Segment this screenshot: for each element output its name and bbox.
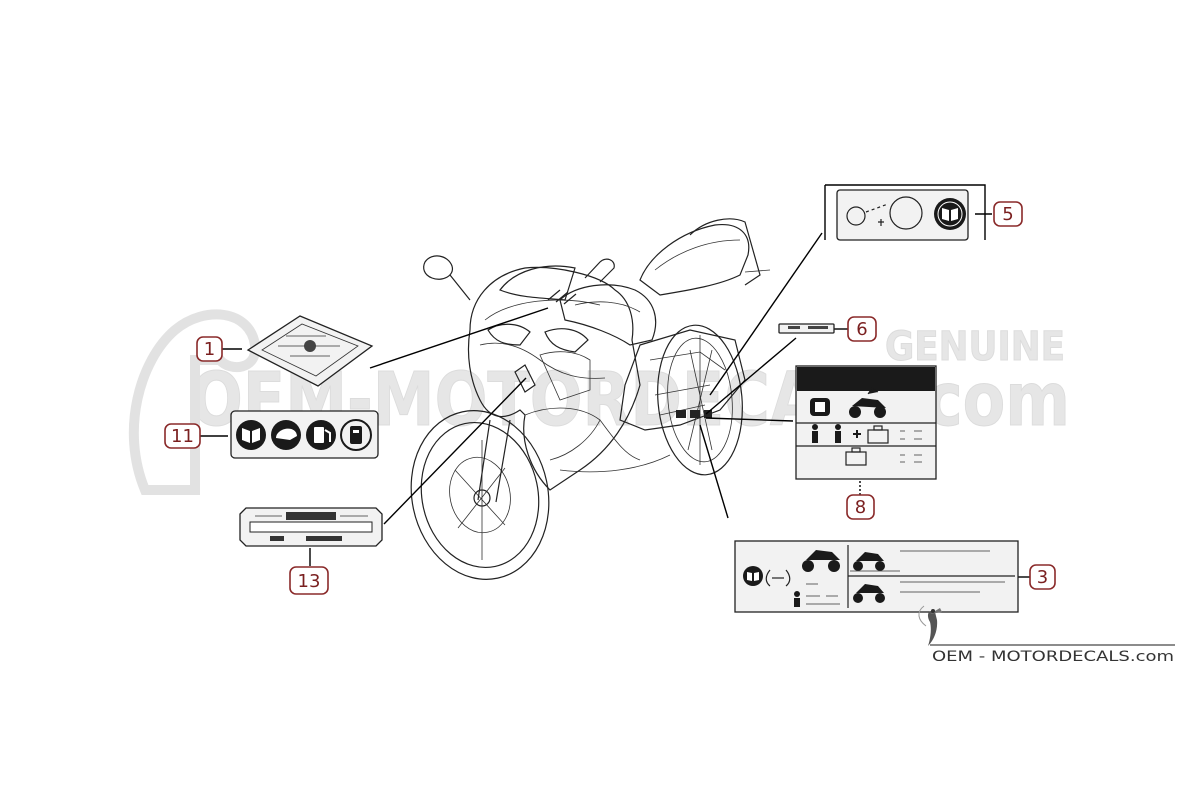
rear-wheel: [657, 324, 743, 476]
brand-logo: OEM - MOTORDECALS.com: [918, 605, 1175, 665]
callout-6: 6: [847, 316, 877, 342]
front-wheel: [410, 410, 550, 580]
motorcycle-icon: [849, 387, 886, 418]
decal-1-diamond-badge: [246, 315, 374, 387]
motorcycle-front-icon: [853, 552, 885, 571]
callout-6-label: 6: [856, 319, 867, 340]
leader-lines: [200, 184, 1030, 578]
decal-6-strip: [778, 323, 835, 334]
callout-13-label: 13: [298, 571, 321, 592]
callout-5-label: 5: [1002, 204, 1013, 225]
left-mirror: [423, 255, 471, 301]
manual-icon: [810, 398, 830, 416]
decal-13-plate: [239, 507, 383, 547]
front-fork: [477, 419, 511, 503]
decal-8-load-label: [795, 365, 937, 480]
tire-pressure-icon: [765, 569, 791, 587]
callout-5: 5: [993, 201, 1023, 227]
battery-icon: [340, 419, 372, 451]
fuel-pump-icon: [306, 420, 336, 450]
callout-8-label: 8: [855, 497, 866, 518]
passenger-icon: [812, 424, 861, 443]
callout-11-label: 11: [171, 426, 194, 447]
decal-11-icon-strip: [230, 410, 379, 459]
manual-icon: [743, 566, 763, 586]
fuel-tank: [559, 284, 657, 346]
seat: [639, 224, 750, 296]
callout-8: 8: [846, 494, 875, 520]
callout-11: 11: [164, 423, 201, 449]
motorcycle-rear-icon: [853, 584, 885, 603]
watermark-hook-shape: [128, 309, 261, 495]
decal-5-warning-label: [836, 189, 969, 241]
callout-3: 3: [1029, 564, 1056, 590]
callout-3-label: 3: [1037, 567, 1048, 588]
callout-1: 1: [196, 336, 223, 362]
helmet-icon: [271, 420, 301, 450]
decal-3-tire-label: [734, 540, 1019, 613]
callout-1-label: 1: [204, 339, 215, 360]
manual-icon: [236, 420, 266, 450]
luggage-icon: [845, 425, 889, 466]
callout-13: 13: [289, 566, 329, 595]
motorcycle-drawing: [410, 218, 771, 580]
motorcycle-icon: [802, 550, 840, 572]
rider-icon: [794, 591, 800, 607]
front-fairing: [467, 266, 641, 491]
bird-logo-icon: [918, 605, 942, 646]
brand-text: OEM - MOTORDECALS.com: [932, 649, 1174, 665]
manual-icon: [934, 198, 966, 230]
watermark-side-text: GENUINE: [885, 324, 1065, 370]
